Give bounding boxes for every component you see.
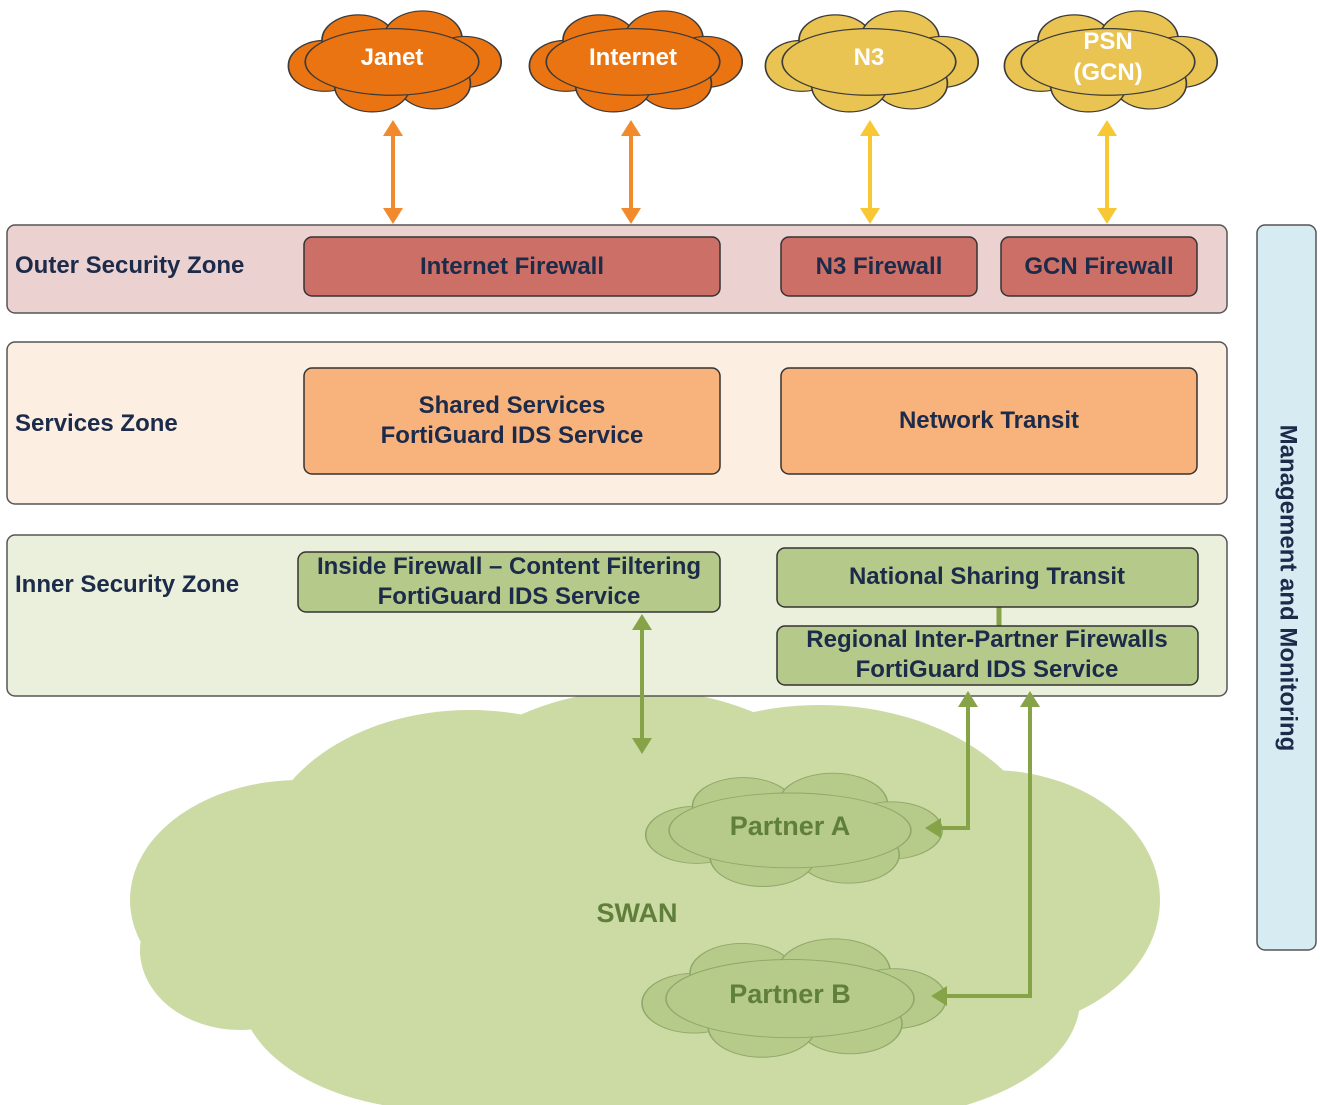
psn-label-line-1: PSN	[1083, 28, 1132, 55]
internet-firewall-box	[303, 236, 721, 297]
psn-to-gcn-firewall-arrow	[1097, 120, 1117, 224]
inner-security-zone-label: Inner Security Zone	[15, 571, 239, 598]
psn-label-line-2: (GCN)	[1073, 59, 1142, 86]
regional-firewalls-label-line-2: FortiGuard IDS Service	[856, 656, 1119, 683]
shared-services-label-line-2: FortiGuard IDS Service	[381, 422, 644, 449]
n3-label: N3	[854, 44, 885, 71]
management-monitoring-label: Management and Monitoring	[1275, 425, 1302, 752]
internet-firewall-label: Internet Firewall	[420, 253, 604, 280]
swan-label: SWAN	[597, 898, 678, 928]
internet-to-internet-firewall-arrow	[621, 120, 641, 224]
gcn-firewall-label: GCN Firewall	[1024, 253, 1173, 280]
janet-label: Janet	[361, 44, 424, 71]
inside-firewall-box	[297, 551, 721, 613]
gcn-firewall-box	[1000, 236, 1198, 297]
n3-firewall-box	[780, 236, 978, 297]
network-transit-label: Network Transit	[899, 407, 1079, 434]
inside-firewall-label-line-1: Inside Firewall – Content Filtering	[317, 553, 701, 580]
outer-security-zone-label: Outer Security Zone	[15, 252, 244, 279]
regional-firewalls-label-line-1: Regional Inter-Partner Firewalls	[806, 626, 1167, 653]
internet-label: Internet	[589, 44, 677, 71]
partner-a-label: Partner A	[730, 811, 851, 841]
regional-firewalls-to-partner-b-arrow	[931, 691, 1040, 1006]
network-transit-box	[780, 367, 1198, 475]
shared-services-label-line-1: Shared Services	[419, 392, 606, 419]
management-monitoring-bar	[1256, 224, 1317, 951]
shared-services-box	[303, 367, 721, 475]
national-sharing-transit-label: National Sharing Transit	[849, 563, 1125, 590]
n3-firewall-label: N3 Firewall	[816, 253, 943, 280]
national-sharing-transit-box	[776, 547, 1199, 608]
services-zone-label: Services Zone	[15, 410, 178, 437]
partner-b-label: Partner B	[729, 979, 851, 1009]
inside-firewall-to-swan-arrow	[632, 614, 652, 754]
regional-firewalls-box	[776, 625, 1199, 686]
inside-firewall-label-line-2: FortiGuard IDS Service	[378, 583, 641, 610]
n3-to-n3-firewall-arrow	[860, 120, 880, 224]
janet-to-internet-firewall-arrow	[383, 120, 403, 224]
regional-firewalls-to-partner-a-arrow	[925, 691, 978, 838]
